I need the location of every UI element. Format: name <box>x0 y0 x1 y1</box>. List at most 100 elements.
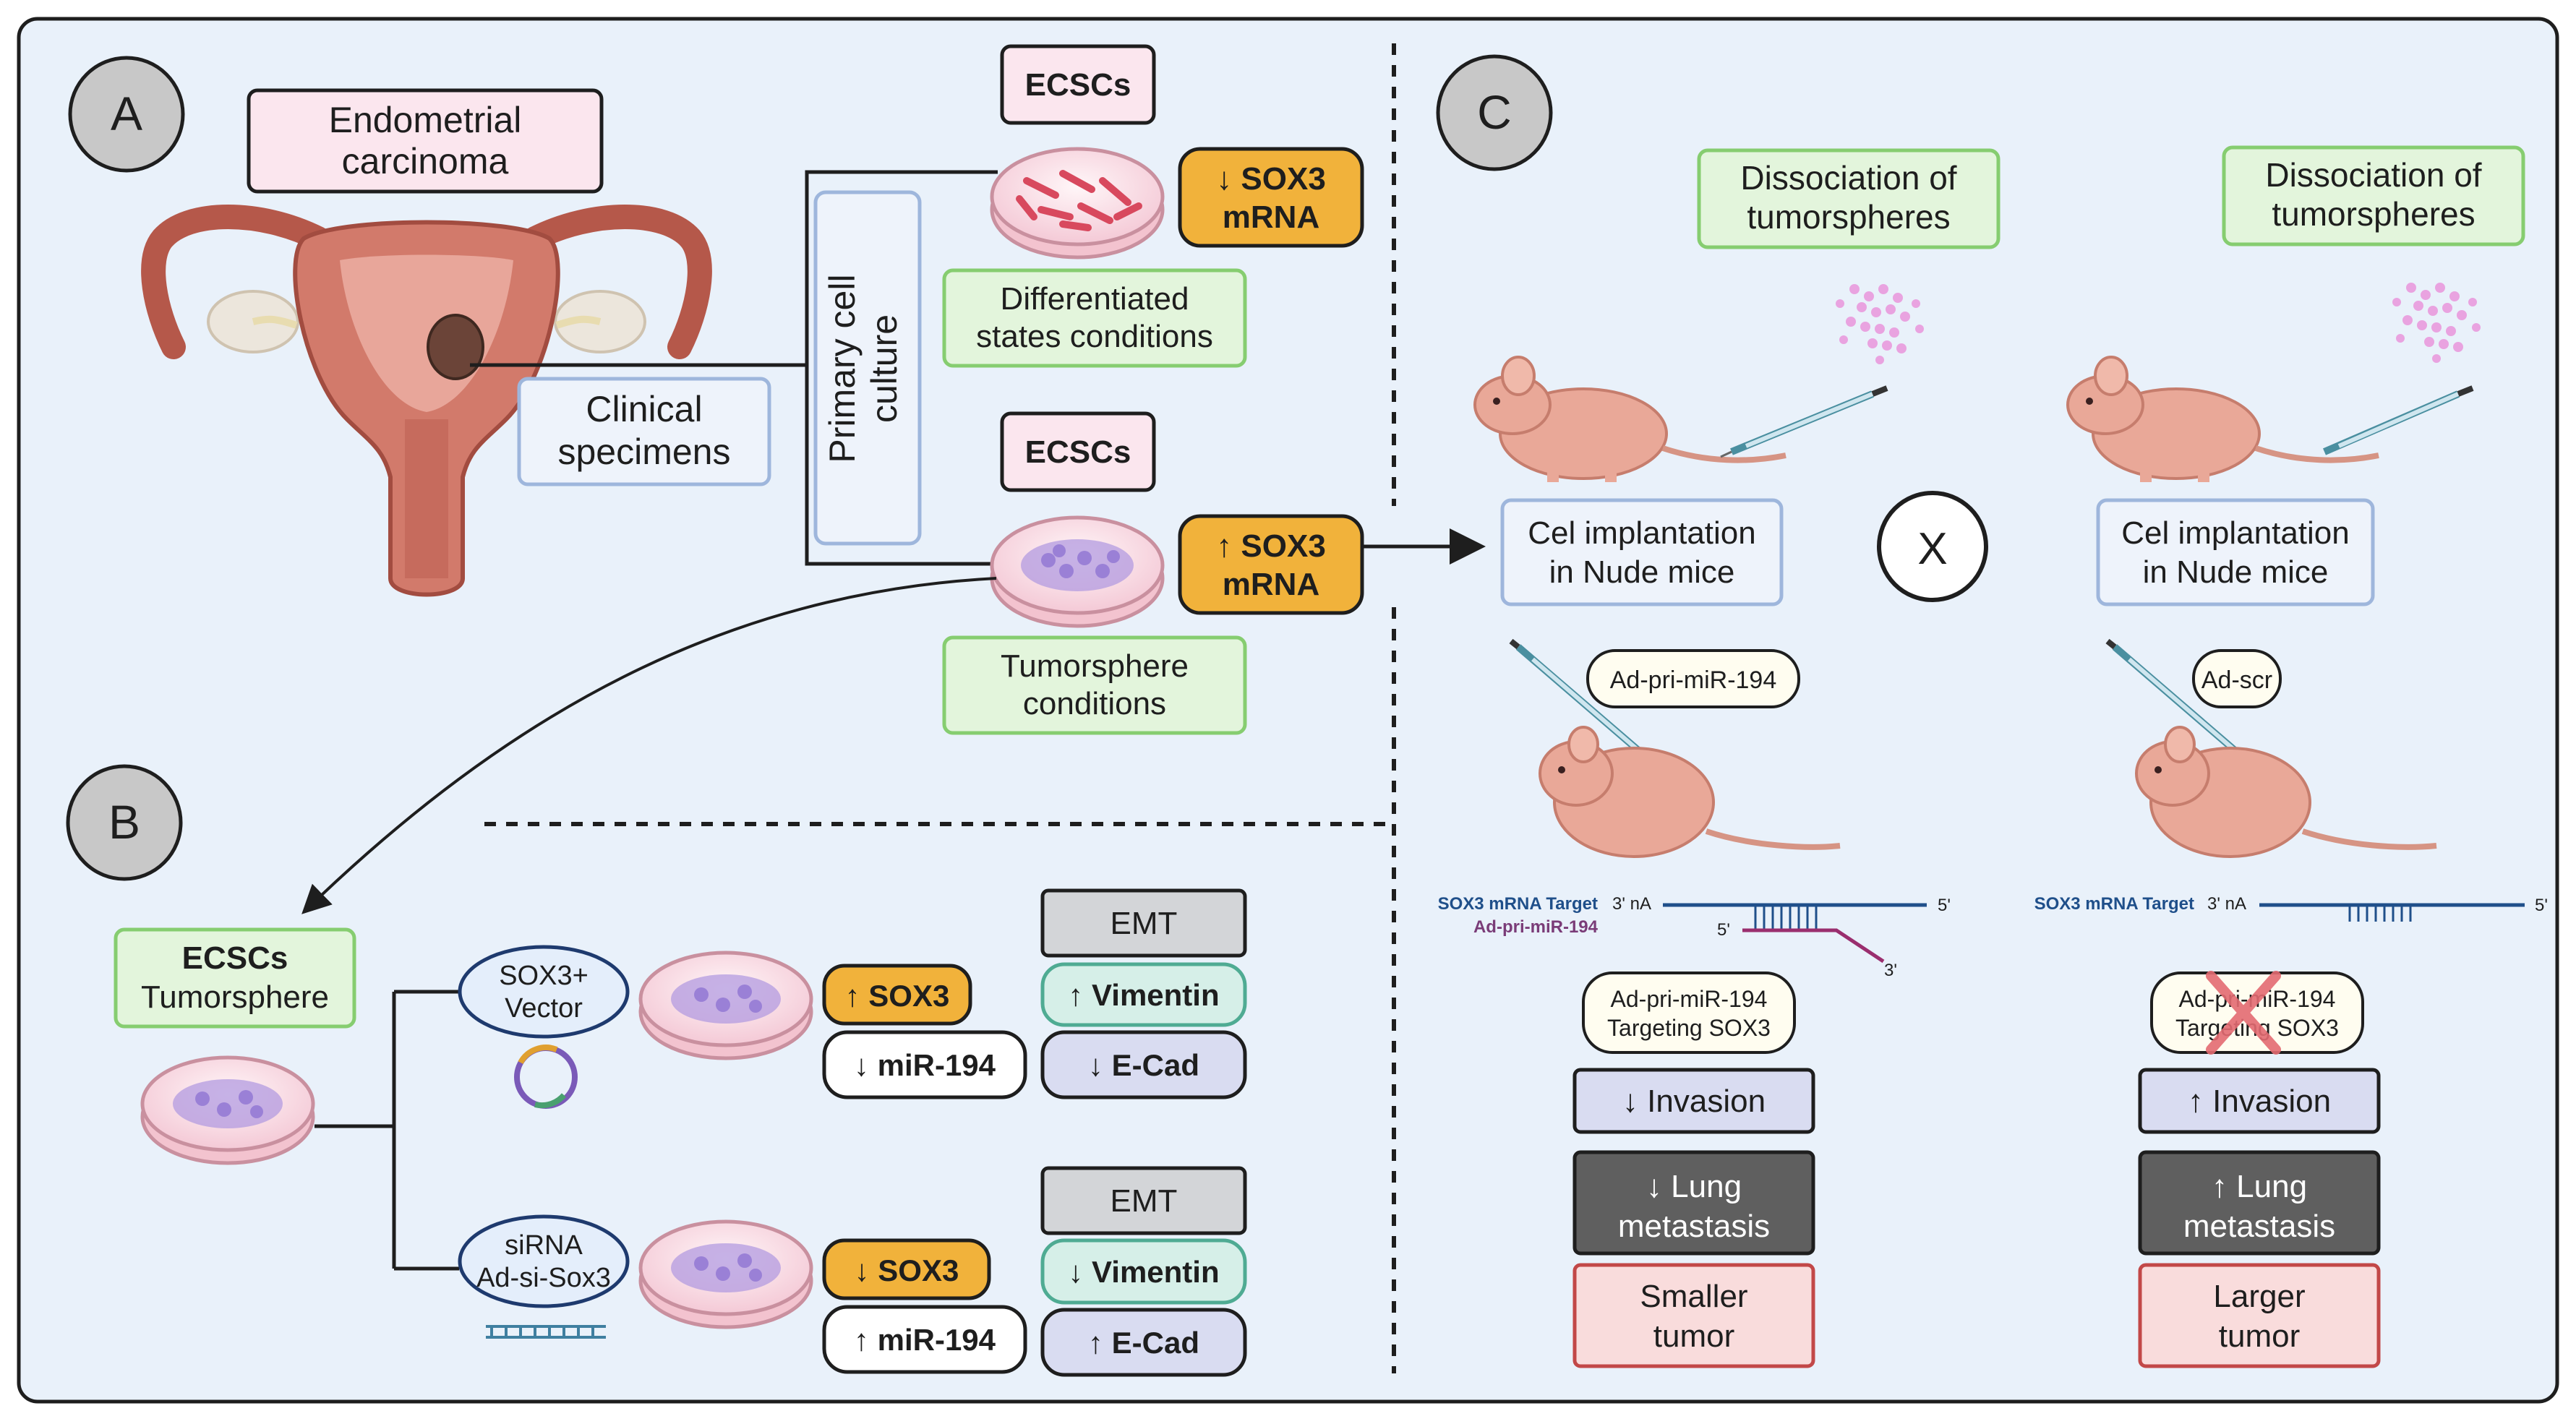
primary-culture-box <box>813 190 922 546</box>
left-mirna-strand <box>1742 928 1885 964</box>
endometrial-carcinoma-line2: carcinoma <box>342 141 509 181</box>
left-invasion-label: ↓ Invasion <box>1622 1084 1766 1119</box>
panel-a-letter: A <box>111 87 142 140</box>
ecsc-tumorsphere-box <box>114 927 356 1029</box>
left-metastasis-box <box>1572 1150 1815 1256</box>
sox3-vector-line1: SOX3+ <box>499 961 589 991</box>
panel-c-right: Dissociation of tumorspheres <box>2034 145 2548 1368</box>
comparison-x-badge <box>1877 491 1988 602</box>
row2-emt-label: EMT <box>1111 1183 1178 1219</box>
panel-b-bracket <box>314 990 459 1271</box>
right-dissociation-box <box>2222 145 2525 246</box>
sox3-vector-line2: Vector <box>505 993 583 1024</box>
right-dissociation-line1: Dissociation of <box>2265 156 2481 194</box>
row1-emt-label: EMT <box>1111 906 1178 941</box>
sox3-up-line2: mRNA <box>1223 567 1319 602</box>
sox3-down-line1: ↓ SOX3 <box>1216 161 1326 197</box>
left-cell-cluster-icon <box>1836 284 1924 364</box>
differentiated-line1: Differentiated <box>1001 281 1189 317</box>
panel-c-letter: C <box>1477 85 1512 139</box>
row2-vimentin-label: ↓ Vimentin <box>1068 1255 1219 1289</box>
left-agent-label: Ad-pri-miR-194 <box>1610 666 1777 694</box>
ecsc-bottom-box <box>1000 411 1156 492</box>
left-dissociation-line1: Dissociation of <box>1740 159 1956 197</box>
left-target-label: SOX3 mRNA Target <box>1438 894 1598 914</box>
dish-b-source-icon <box>140 1055 315 1165</box>
right-implantation-line1: Cel implantation <box>2121 515 2350 551</box>
sox3-vector-oval <box>458 945 630 1039</box>
sox3-up-badge <box>1178 514 1364 615</box>
row1-ecad-badge <box>1040 1030 1247 1099</box>
dish-differentiated-icon <box>990 147 1165 260</box>
row1-sox3-label: ↑ SOX3 <box>845 979 950 1013</box>
sirna-line1: siRNA <box>505 1230 583 1261</box>
left-mouse-mid-icon <box>1539 726 1841 858</box>
left-implantation-box <box>1500 498 1784 606</box>
row1-sox3-badge <box>822 964 972 1026</box>
right-invasion-label: ↑ Invasion <box>2188 1084 2331 1119</box>
ecsc-tumorsphere-line2: Tumorsphere <box>141 979 329 1015</box>
ecsc-tumorsphere-line1: ECSCs <box>182 940 288 976</box>
culture-bracket <box>805 170 998 566</box>
ecsc-top-box <box>1000 44 1156 125</box>
right-target-label: SOX3 mRNA Target <box>2034 894 2194 914</box>
panel-b-badge <box>66 764 183 881</box>
left-probe-label: Ad-pri-miR-194 <box>1473 917 1599 937</box>
tumorsphere-conditions-line1: Tumorsphere <box>1001 648 1189 684</box>
row1-ecad-label: ↓ E-Cad <box>1088 1048 1199 1082</box>
left-syringe-mid-icon <box>1509 638 1651 762</box>
sox3-up-line1: ↑ SOX3 <box>1216 528 1326 564</box>
tumorsphere-conditions-box <box>942 635 1247 735</box>
left-tumor-line1: Smaller <box>1640 1279 1747 1314</box>
left-invasion-box <box>1572 1068 1815 1134</box>
right-metastasis-line1: ↑ Lung <box>2212 1169 2307 1204</box>
endometrial-carcinoma-line1: Endometrial <box>329 100 522 140</box>
right-tumor-box <box>2138 1263 2381 1368</box>
clinical-specimens-box <box>517 377 771 486</box>
row1-mir-badge <box>822 1030 1027 1099</box>
right-metastasis-box <box>2138 1150 2381 1256</box>
differentiated-box <box>942 268 1247 368</box>
left-dissociation-line2: tumorspheres <box>1747 198 1950 236</box>
left-implantation-line2: in Nude mice <box>1549 554 1735 590</box>
right-cell-cluster-icon <box>2392 283 2481 363</box>
tumorsphere-conditions-line2: conditions <box>1023 686 1166 721</box>
dish-b-row1-icon <box>638 951 813 1060</box>
row2-sox3-badge <box>822 1238 991 1300</box>
right-tumor-line1: Larger <box>2213 1279 2305 1314</box>
left-targeting-pill <box>1582 972 1796 1054</box>
panel-c: C X Dissociation of tumorspheres <box>1436 54 2548 1368</box>
row2-vimentin-badge <box>1040 1238 1247 1305</box>
left-syringe-top-icon <box>1720 385 1888 458</box>
right-implantation-line2: in Nude mice <box>2143 554 2329 590</box>
panel-b-letter: B <box>108 795 140 849</box>
right-syringe-mid-icon <box>2105 638 2248 762</box>
left-implantation-line1: Cel implantation <box>1528 515 1756 551</box>
sox3-down-badge <box>1178 147 1364 248</box>
sox3-down-line2: mRNA <box>1223 200 1319 235</box>
panel-c-left: Dissociation of tumorspheres <box>1438 148 2001 1368</box>
right-targeting-pill <box>2150 972 2364 1054</box>
right-mouse-mid-icon <box>2135 726 2437 858</box>
row2-mir-label: ↑ miR-194 <box>854 1323 996 1357</box>
ecsc-bottom-label: ECSCs <box>1025 434 1131 470</box>
tumor-mass-icon <box>427 314 484 380</box>
sirna-helix-icon <box>486 1325 606 1339</box>
panel-a: A Endometrial carcinoma Clinical specime… <box>68 44 1486 914</box>
row2-ecad-badge <box>1040 1308 1247 1377</box>
right-invasion-box <box>2138 1068 2381 1134</box>
right-agent-label: Ad-scr <box>2201 666 2272 694</box>
left-tumor-box <box>1572 1263 1815 1368</box>
right-metastasis-line2: metastasis <box>2183 1209 2335 1244</box>
cross-out-icon <box>2206 971 2281 1055</box>
row1-mir-label: ↓ miR-194 <box>854 1048 996 1082</box>
clinical-specimens-line1: Clinical <box>586 389 702 429</box>
left-agent-pill <box>1586 649 1800 708</box>
right-tumor-line2: tumor <box>2219 1318 2300 1354</box>
right-agent-pill <box>2192 649 2282 708</box>
left-targeting-line2: Targeting SOX3 <box>1607 1015 1771 1041</box>
right-5prime-a: 5' <box>2535 896 2548 915</box>
panel-c-badge <box>1436 54 1553 171</box>
